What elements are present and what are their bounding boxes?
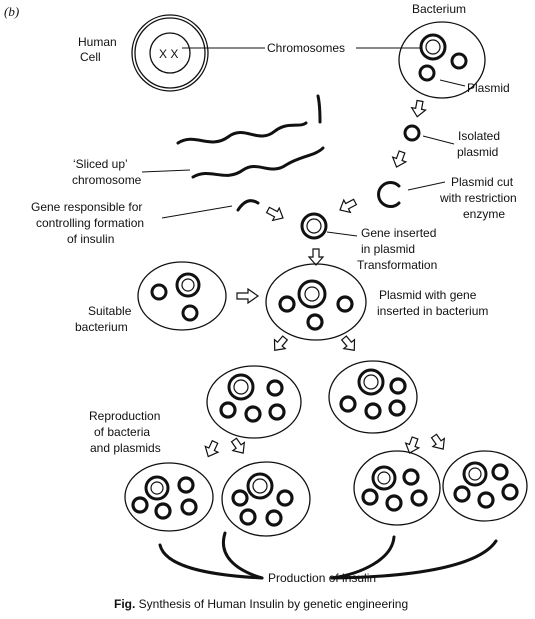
figure-caption-text: Synthesis of Human Insulin by genetic en… <box>135 597 408 611</box>
transformed-bacterium <box>265 263 367 341</box>
plasmid-leader <box>439 79 466 87</box>
granddaughter-bacterium-4 <box>442 450 528 522</box>
gene-inserted-label-line1: Gene inserted <box>361 226 436 240</box>
sliced-chromosome-label-line2: chromosome <box>72 173 142 187</box>
arrow-gen3-2 <box>230 437 246 454</box>
plasmid-with-gene-label-line1: Plasmid with gene <box>379 288 477 302</box>
sliced-chromosome-label-line1: ‘Sliced up’ <box>73 157 128 171</box>
human-cell-label-line2: Cell <box>80 50 101 64</box>
granddaughter-bacterium-2 <box>221 461 311 537</box>
human-cell-label-line1: Human <box>78 35 117 49</box>
arrow-to-transformed-bacterium <box>307 248 325 266</box>
granddaughter-bacterium-1 <box>124 462 214 532</box>
human-cell: X X <box>131 14 209 92</box>
arrow-to-isolated-plasmid <box>410 99 427 118</box>
arrow-gen3-4 <box>430 433 446 450</box>
insulin-gene-fragment <box>236 199 260 212</box>
arrow-to-right-daughter <box>340 335 356 351</box>
plasmid-ring <box>418 64 436 82</box>
production-label: Production of insulin <box>268 571 376 585</box>
suitable-bacterium-label-line1: Suitable <box>88 304 132 318</box>
reproduction-label-line1: Reproduction <box>89 409 160 423</box>
plasmid-label: Plasmid <box>467 81 510 95</box>
part-label: (b) <box>4 4 19 19</box>
arrow-gen3-1 <box>204 439 220 458</box>
suitable-bacterium <box>137 261 227 331</box>
arrow-gen3-3 <box>404 436 421 454</box>
arrow-to-cut-plasmid <box>391 150 408 168</box>
daughter-bacterium-left <box>206 365 302 439</box>
chromosomes-label: Chromosomes <box>267 41 345 55</box>
gene-inserted-leader <box>326 231 358 237</box>
plasmid-cut-label-line3: enzyme <box>463 207 505 221</box>
gene-responsible-leader <box>161 205 233 219</box>
isolated-plasmid-label-line2: plasmid <box>457 145 498 159</box>
daughter-bacterium-right <box>328 360 418 434</box>
bacterium-top <box>398 21 486 99</box>
granddaughter-bacterium-3 <box>353 450 441 526</box>
reproduction-label-line3: and plasmids <box>90 441 161 455</box>
arrow-cut-plasmid-to-recombinant <box>339 198 358 214</box>
plasmid-cut-label-line1: Plasmid cut <box>451 175 514 189</box>
sliced-chromosome-pieces <box>176 94 325 179</box>
isolated-plasmid-label-line1: Isolated <box>458 129 500 143</box>
cut-plasmid <box>377 181 401 208</box>
gene-responsible-label-line3: of insulin <box>67 232 114 246</box>
recombinant-plasmid <box>300 212 328 240</box>
sliced-chromosome-leader <box>141 169 191 173</box>
cell-nucleus <box>149 32 191 74</box>
isolated-plasmid-leader <box>422 135 455 145</box>
arrow-gene-to-plasmid <box>265 206 284 222</box>
gene-inserted-label-line2: in plasmid <box>361 242 415 256</box>
human-cell-label: Human Cell <box>78 35 117 64</box>
figure-caption: Fig. Synthesis of Human Insulin by genet… <box>114 597 408 611</box>
figure-caption-prefix: Fig. <box>114 597 135 611</box>
arrow-to-left-daughter <box>273 335 289 351</box>
arrow-to-host <box>236 287 260 305</box>
reproduction-label-line2: of bacteria <box>94 425 150 439</box>
plasmid-ring <box>450 52 468 70</box>
gene-responsible-label-line1: Gene responsible for <box>31 200 142 214</box>
production-brackets <box>158 531 498 580</box>
gene-inserted-label-line3: Transformation <box>357 258 437 272</box>
suitable-bacterium-label-line2: bacterium <box>75 320 128 334</box>
plasmid-with-gene-label-line2: inserted in bacterium <box>377 304 488 318</box>
gene-responsible-label-line2: controlling formation <box>36 216 144 230</box>
plasmid-cut-label-line2: with restriction <box>439 191 517 205</box>
plasmid-cut-leader <box>407 181 446 191</box>
chromosome-letters: X X <box>159 47 178 61</box>
bacterium-label: Bacterium <box>412 2 466 16</box>
isolated-plasmid <box>403 124 421 142</box>
